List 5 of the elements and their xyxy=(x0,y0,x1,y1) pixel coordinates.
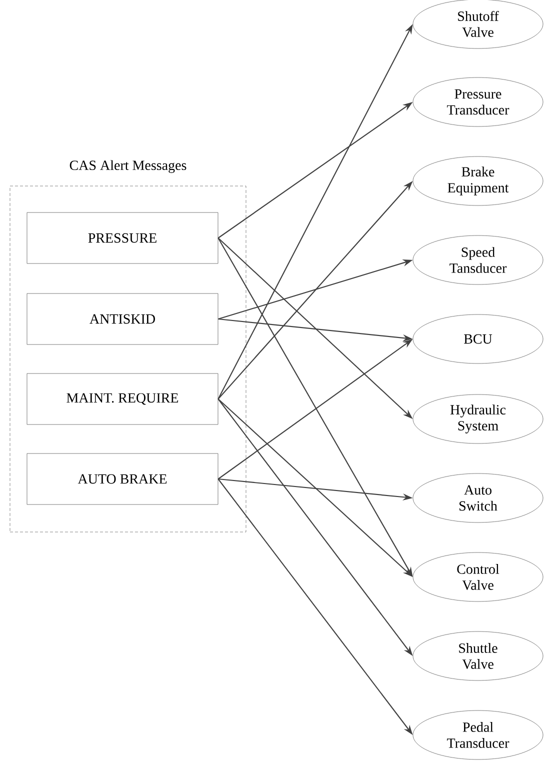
process-box: ANTISKID xyxy=(26,293,218,345)
process-box: AUTO BRAKE xyxy=(26,453,218,505)
process-box: PRESSURE xyxy=(26,212,218,264)
node-label: CAS Alert Messages xyxy=(70,160,186,173)
process-box: MAINT. REQUIRE xyxy=(26,373,218,425)
